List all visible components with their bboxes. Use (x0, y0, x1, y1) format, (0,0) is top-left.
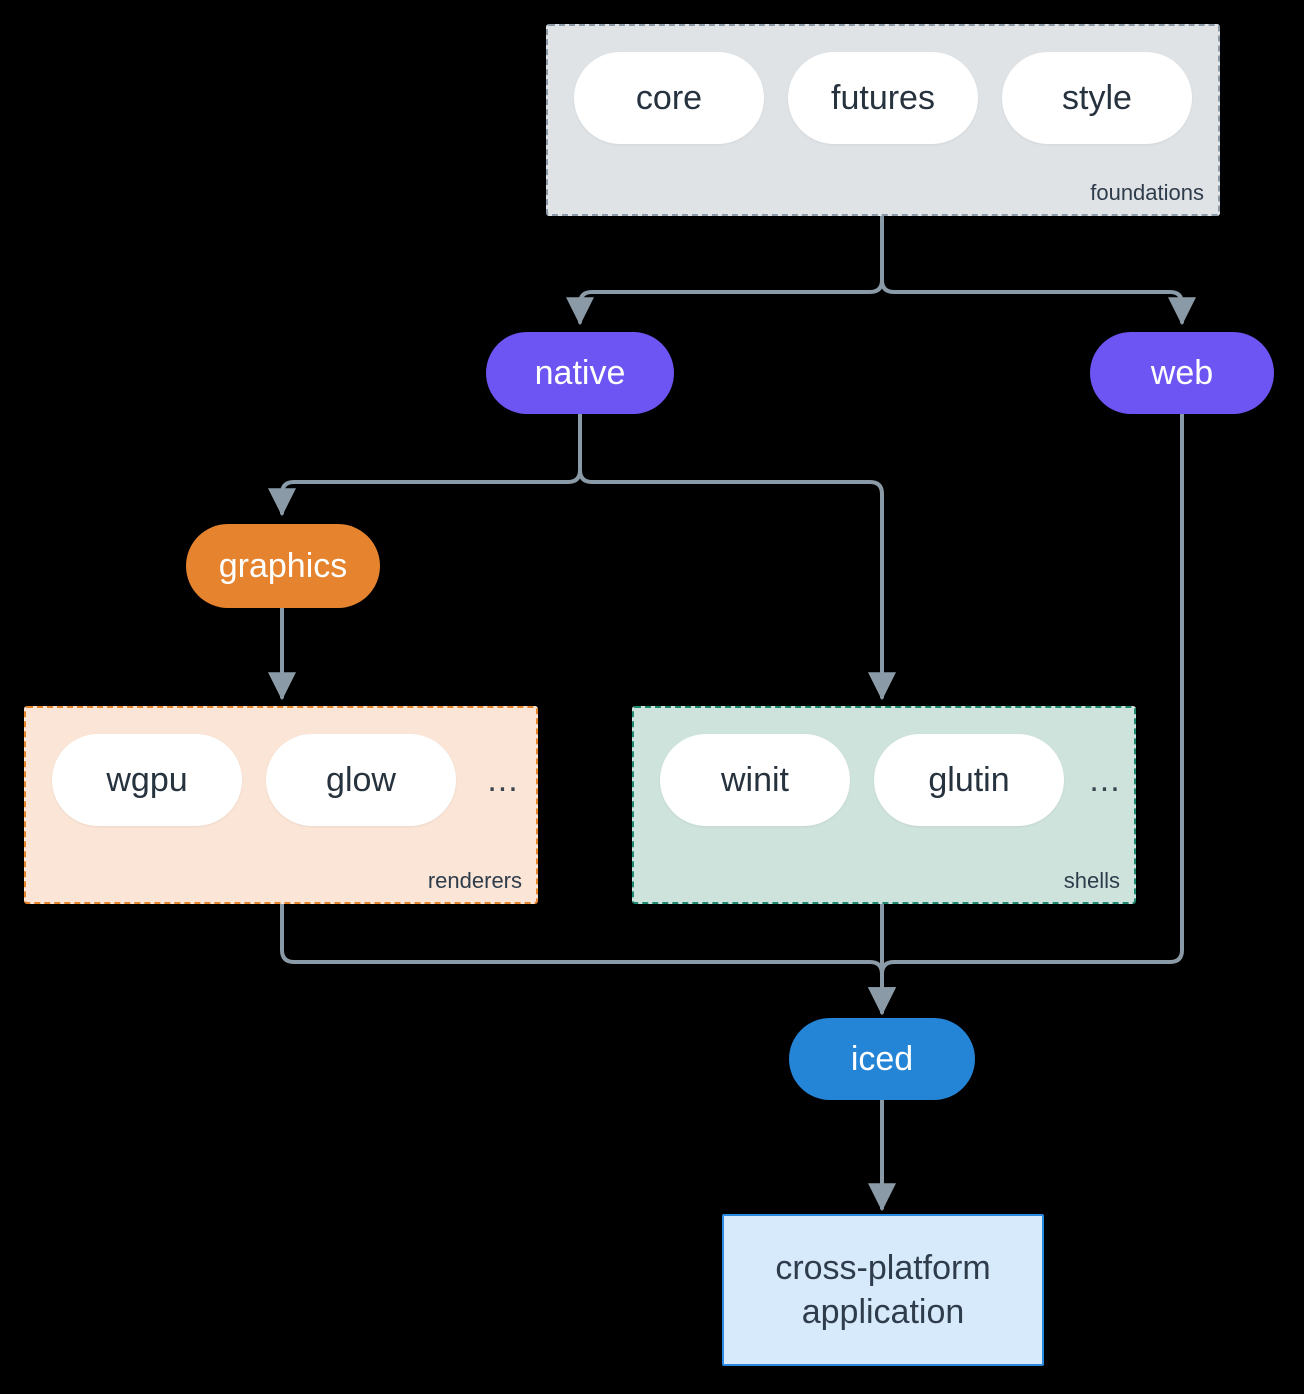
node-glow-label: glow (326, 760, 396, 799)
group-shells: winit glutin ... shells (632, 706, 1136, 904)
node-style[interactable]: style (1002, 52, 1192, 144)
node-cross-platform-application[interactable]: cross-platform application (722, 1214, 1044, 1366)
node-winit-label: winit (720, 760, 790, 799)
group-renderers-label: renderers (427, 868, 522, 893)
edge-foundations-native (566, 278, 884, 326)
node-glutin[interactable]: glutin (874, 734, 1064, 826)
group-foundations-label: foundations (1090, 180, 1204, 205)
node-futures-label: futures (831, 78, 935, 117)
renderers-more-indicator: ... (487, 760, 519, 799)
node-graphics-label: graphics (218, 546, 348, 585)
node-graphics[interactable]: graphics (186, 524, 380, 608)
edge-renderers-iced (280, 902, 896, 1016)
node-wgpu[interactable]: wgpu (52, 734, 242, 826)
node-glutin-label: glutin (928, 760, 1010, 799)
node-glow[interactable]: glow (266, 734, 456, 826)
edge-native-graphics (268, 468, 582, 517)
node-core[interactable]: core (574, 52, 764, 144)
group-foundations: core futures style foundations (546, 24, 1220, 216)
node-futures[interactable]: futures (788, 52, 978, 144)
node-core-label: core (635, 78, 703, 117)
edge-foundations-web (880, 278, 1196, 326)
group-renderers: wgpu glow ... renderers (24, 706, 538, 904)
application-label-line1: cross-platform (775, 1248, 991, 1287)
node-native-label: native (534, 353, 626, 392)
node-style-label: style (1062, 78, 1132, 117)
node-iced-label: iced (850, 1039, 914, 1078)
node-web-label: web (1150, 353, 1214, 392)
node-winit[interactable]: winit (660, 734, 850, 826)
edge-native-shells (578, 468, 896, 701)
node-native[interactable]: native (486, 332, 674, 414)
group-shells-label: shells (1063, 868, 1120, 893)
shells-more-indicator: ... (1089, 760, 1121, 799)
node-iced[interactable]: iced (789, 1018, 975, 1100)
application-label-line2: application (801, 1293, 965, 1331)
node-wgpu-label: wgpu (106, 760, 188, 799)
node-web[interactable]: web (1090, 332, 1274, 414)
